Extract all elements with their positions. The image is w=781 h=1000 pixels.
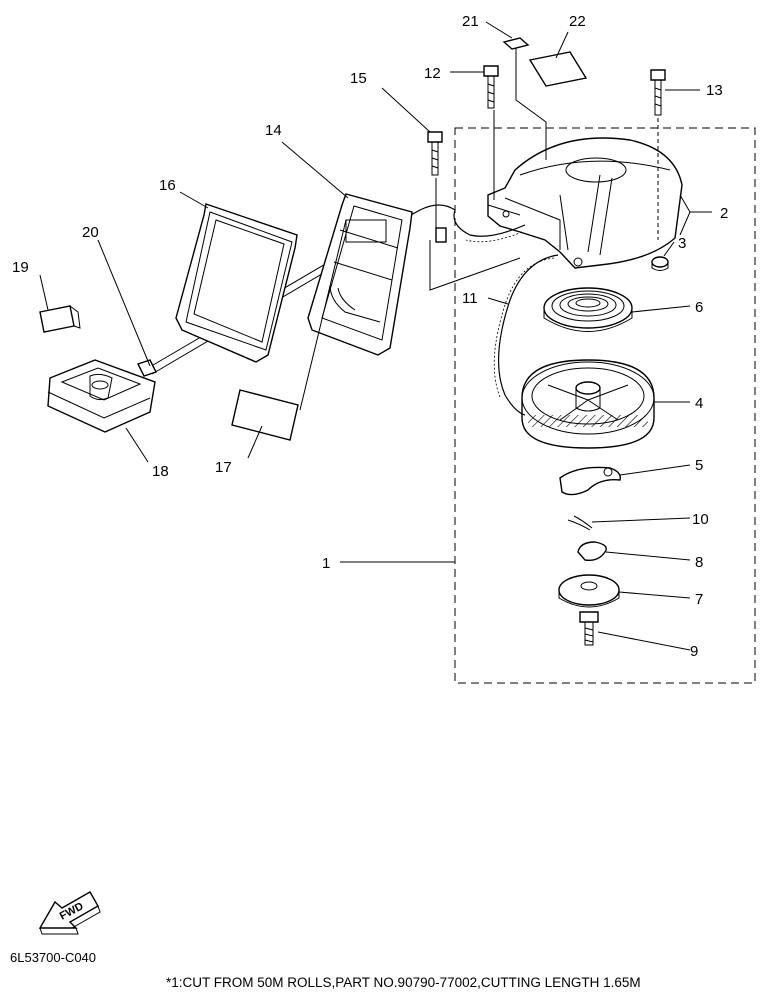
callout-17: 17 [215,459,232,476]
caution-label [528,51,588,87]
callout-14: 14 [265,122,282,139]
return-spring [567,515,593,531]
callout-10: 10 [692,511,709,528]
rope-stopper [137,359,157,377]
bolt-15 [427,131,443,176]
small-label [502,37,530,50]
callout-9: 9 [690,643,698,660]
bolt-12 [483,65,499,109]
handle-label [231,389,299,441]
circlip [577,541,607,562]
callout-7: 7 [695,591,703,608]
nut [651,256,669,271]
drawing-code: 6L53700-C040 [10,950,96,965]
callout-11: 11 [462,290,478,307]
drive-plate [558,574,620,608]
grommet [175,203,298,363]
callout-21: 21 [462,13,479,30]
fwd-arrow-icon: FWD [38,891,101,935]
callout-8: 8 [695,554,703,571]
callout-6: 6 [695,299,703,316]
callout-20: 20 [82,224,99,241]
callout-15: 15 [350,70,367,87]
starter-cable [379,204,526,237]
starter-pulley [521,359,655,449]
callout-22: 22 [569,13,586,30]
callout-2: 2 [720,205,728,222]
start-handle-holder [307,193,413,356]
center-bolt [579,611,599,646]
starter-rope [498,254,559,416]
callout-12: 12 [424,65,441,82]
leader-lines [39,21,712,651]
callout-16: 16 [159,177,176,194]
drive-pawl [559,466,621,496]
assembly-dashed-boundary [454,127,756,684]
starter-handle [47,359,156,433]
footnote: *1:CUT FROM 50M ROLLS,PART NO.90790-7700… [166,975,641,990]
callout-19: 19 [12,259,29,276]
starter-housing [487,137,683,269]
callout-5: 5 [695,457,703,474]
recoil-spring [543,287,633,332]
handle-cap [39,305,81,333]
callout-18: 18 [152,463,169,480]
callout-13: 13 [706,82,723,99]
bolt-13 [650,69,666,116]
callout-4: 4 [695,395,703,412]
callout-1: 1 [322,555,330,572]
callout-3: 3 [678,235,686,252]
